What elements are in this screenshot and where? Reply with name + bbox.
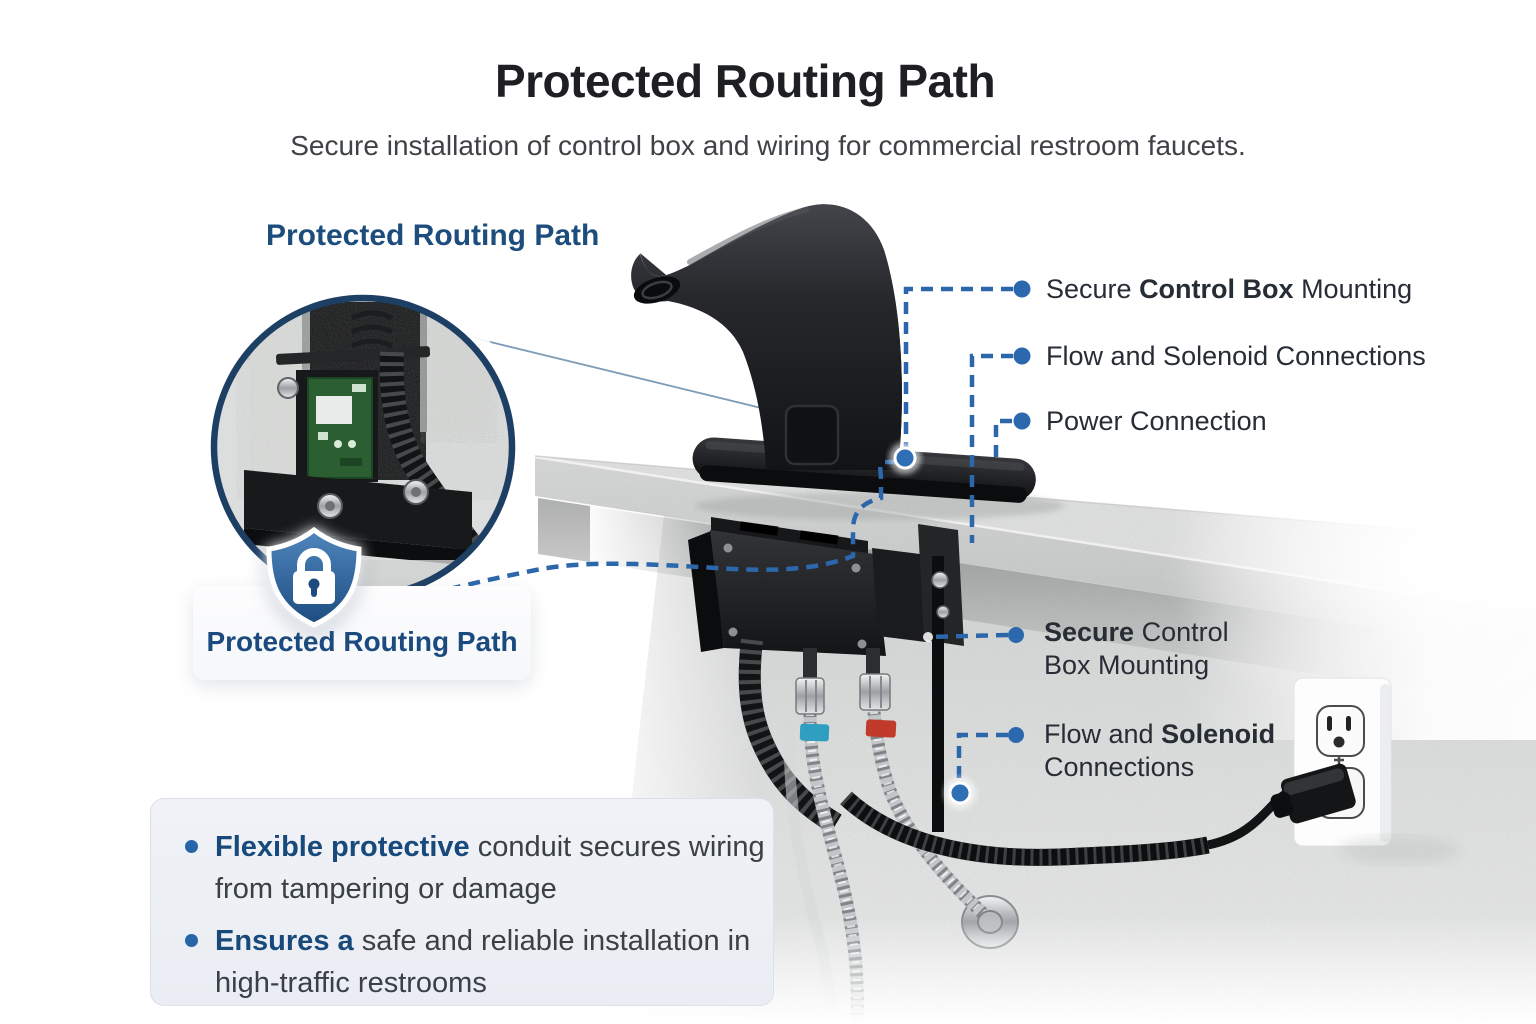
callout-text-bold: Control Box bbox=[1139, 274, 1294, 304]
callout-flow-solenoid-top: Flow and Solenoid Connections bbox=[1046, 341, 1426, 371]
connector-secure-mounting-bottom bbox=[927, 632, 1009, 640]
shield-lock-icon bbox=[266, 526, 362, 628]
callout-secure-control-box-mounting-bottom: Secure Control Box Mounting bbox=[1044, 616, 1229, 682]
inset-heading: Protected Routing Path bbox=[266, 219, 600, 252]
page-title: Protected Routing Path bbox=[494, 55, 996, 107]
note-body: safe and reliable installation in bbox=[353, 925, 751, 957]
note-body: from tampering or damage bbox=[215, 873, 557, 905]
connector-power bbox=[993, 418, 1012, 459]
connector-secure-mounting-top bbox=[903, 286, 1013, 449]
callout-text: Mounting bbox=[1293, 274, 1413, 304]
callout-text-bold: Solenoid bbox=[1161, 719, 1276, 749]
callout-text: Flow and bbox=[1044, 719, 1162, 749]
hose-nut bbox=[859, 673, 891, 711]
protected-routing-badge: Protected Routing Path bbox=[193, 586, 531, 680]
page-subtitle: Secure installation of control box and w… bbox=[290, 130, 1246, 161]
outlet-receptacle-top bbox=[1316, 705, 1365, 757]
control-box-assembly bbox=[688, 517, 964, 832]
connector-flow-solenoid-top bbox=[969, 353, 1013, 543]
outlet-screw bbox=[1334, 755, 1344, 765]
inset-spring bbox=[350, 310, 394, 349]
mounting-rod bbox=[932, 556, 944, 832]
outlet-plate bbox=[1293, 677, 1392, 847]
note-body: high-traffic restrooms bbox=[215, 967, 487, 999]
connector-flow-solenoid-bottom bbox=[956, 732, 1008, 786]
notes-panel bbox=[150, 798, 774, 1006]
callout-text: Control bbox=[1134, 617, 1229, 647]
inset-bolt bbox=[277, 377, 299, 399]
callout-flow-solenoid-bottom: Flow and Solenoid Connections bbox=[1044, 718, 1275, 784]
mounting-bracket bbox=[872, 548, 926, 642]
inset-conduit bbox=[379, 351, 494, 570]
bracket-screw bbox=[931, 571, 949, 589]
note-lead: Flexible protective bbox=[215, 831, 470, 863]
bullet-dot bbox=[185, 934, 198, 947]
note-body: conduit secures wiring bbox=[469, 831, 765, 863]
power-plug bbox=[1270, 763, 1356, 824]
note-flexible-conduit: Flexible protective conduit secures wiri… bbox=[215, 826, 765, 910]
note-lead: Ensures a bbox=[215, 925, 354, 957]
touchless-faucet bbox=[631, 204, 1065, 520]
callout-text: Box Mounting bbox=[1044, 650, 1210, 680]
callout-power-connection: Power Connection bbox=[1046, 406, 1267, 436]
callout-text-bold: Secure bbox=[1044, 617, 1135, 647]
badge-label: Protected Routing Path bbox=[206, 626, 518, 657]
faucet-highlight bbox=[687, 207, 809, 265]
faucet-sensor-window bbox=[784, 404, 840, 466]
cold-water-band bbox=[799, 723, 830, 742]
callout-dots bbox=[923, 280, 1031, 743]
hot-water-band bbox=[865, 719, 897, 738]
outlet-ground-hole bbox=[1333, 736, 1345, 748]
faucet-spout bbox=[631, 204, 902, 470]
bullet-dot bbox=[185, 840, 198, 853]
bracket-screw bbox=[936, 605, 950, 619]
hose-nut bbox=[795, 677, 825, 715]
inset-pcb-display bbox=[316, 396, 352, 424]
anchor-dots bbox=[889, 442, 976, 809]
control-box bbox=[710, 530, 886, 656]
protected-routing-dashed-path bbox=[367, 459, 897, 613]
callout-connectors bbox=[367, 286, 1013, 786]
callout-text: Connections bbox=[1044, 752, 1195, 782]
lock-shackle bbox=[297, 548, 331, 576]
callout-text: Secure bbox=[1046, 274, 1140, 304]
note-safe-installation: Ensures a safe and reliable installation… bbox=[215, 920, 750, 1004]
callout-secure-control-box-mounting-top: Secure Control Box Mounting bbox=[1046, 273, 1412, 306]
power-outlet bbox=[1270, 677, 1460, 864]
inset-pointer-line bbox=[473, 337, 787, 415]
protective-conduit bbox=[738, 638, 842, 834]
